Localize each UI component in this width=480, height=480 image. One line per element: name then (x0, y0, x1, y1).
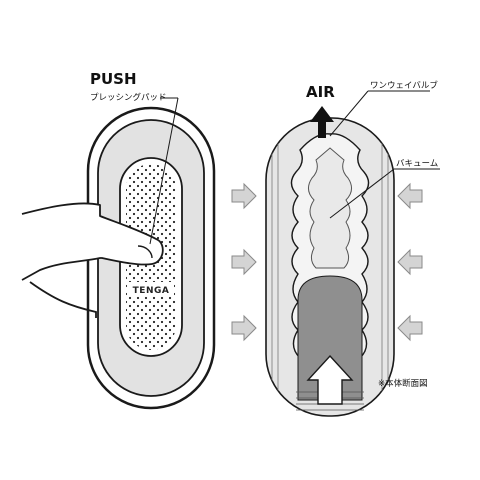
arrow-right-icon (231, 248, 257, 276)
arrow-left-icon (397, 182, 423, 210)
cross-section-note: ※本体断面図 (378, 378, 428, 389)
logo-backplate (128, 282, 174, 296)
arrow-up-icon (306, 354, 354, 405)
arrow-left-icon (397, 314, 423, 342)
pressure-arrows-right (397, 182, 423, 342)
push-label: PUSH (90, 70, 137, 88)
pressing-pad-leader-diag (149, 97, 179, 245)
vacuum-cavity (308, 147, 352, 269)
valve-leader-diag (329, 90, 369, 137)
device-cross-section (265, 117, 395, 417)
one-way-valve-label: ワンウェイバルブ (370, 80, 438, 91)
arrow-right-icon (231, 182, 257, 210)
section-ribs (271, 118, 389, 416)
vacuum-leader-diag (329, 168, 395, 219)
pressure-arrows-left (231, 182, 257, 342)
finger-hand-icon (21, 202, 164, 318)
arrow-right-icon (231, 314, 257, 342)
pressing-pad-label: プレッシングパッド (90, 92, 167, 103)
brand-logo: TENGA (133, 286, 170, 296)
air-arrow-icon (310, 106, 334, 138)
insertion-region (297, 275, 363, 401)
arrow-left-icon (397, 248, 423, 276)
air-label: AIR (306, 83, 335, 101)
vacuum-label: バキューム (396, 159, 438, 169)
